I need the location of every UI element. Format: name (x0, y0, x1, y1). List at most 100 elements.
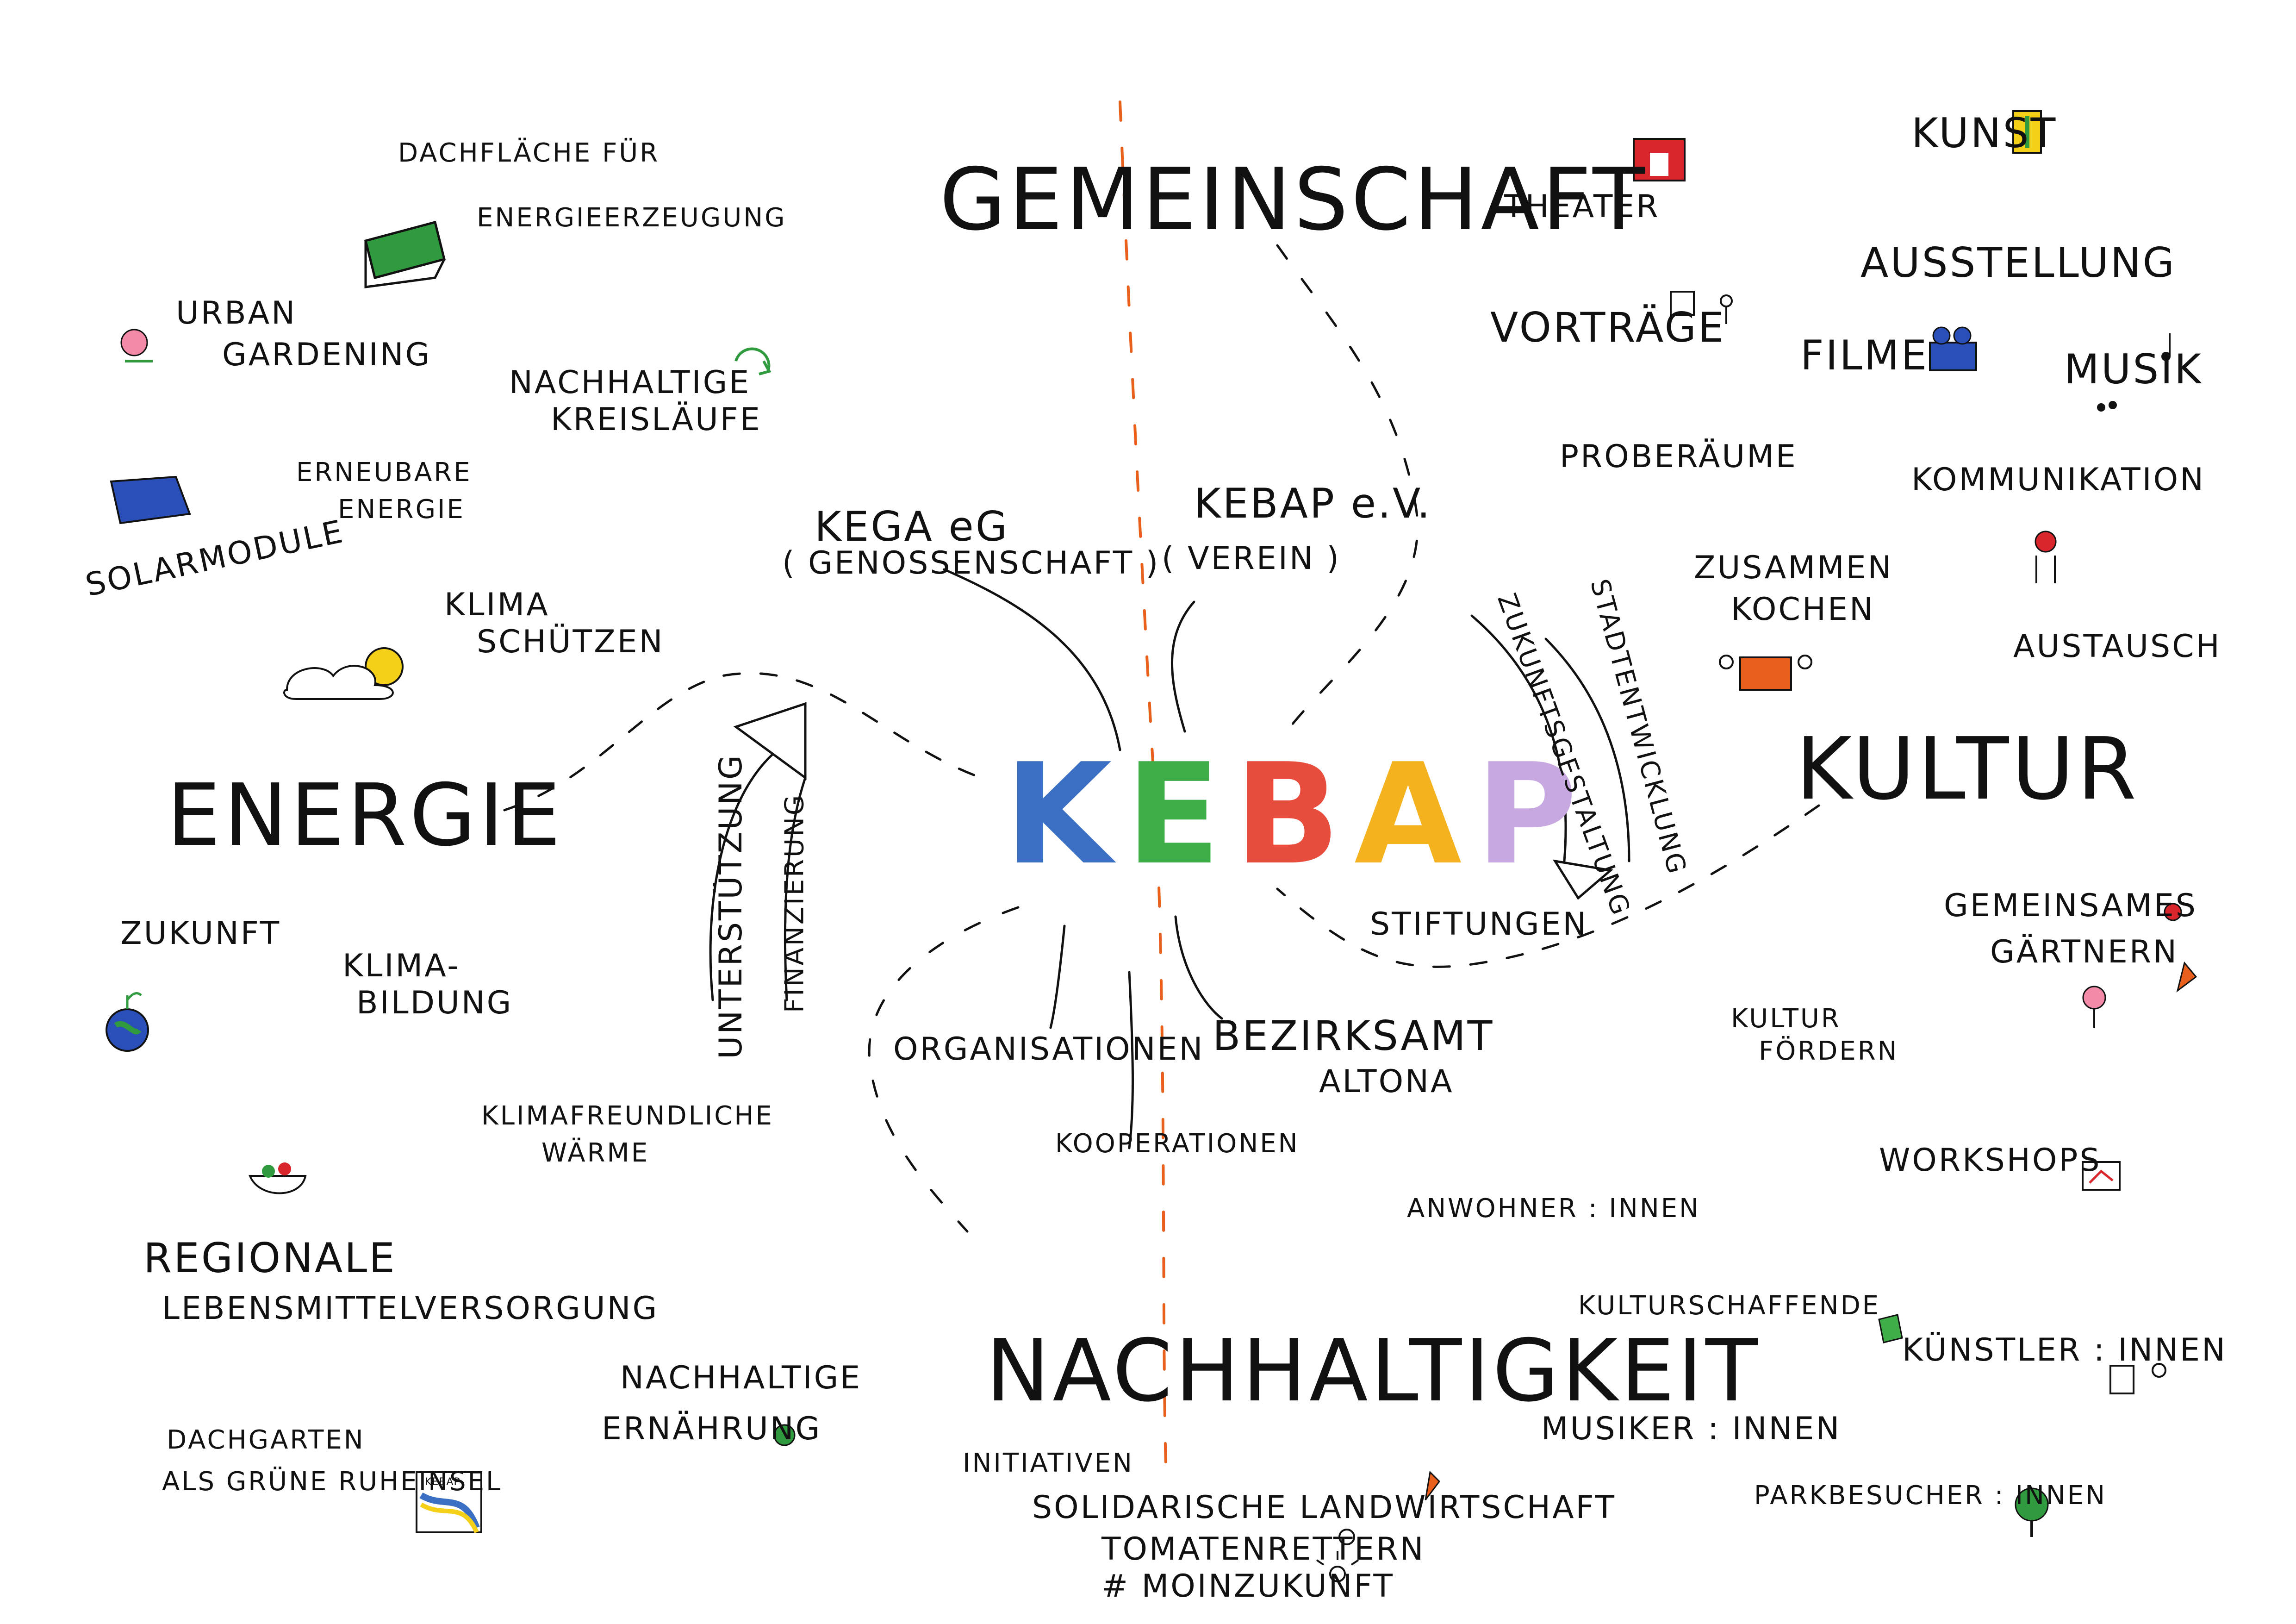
center-title: KEBAP (1004, 745, 1591, 884)
item-bildung-2: BILDUNG (356, 985, 513, 1021)
area-energie: ENERGIE (167, 765, 564, 865)
apple-icon (773, 1424, 796, 1446)
item-klima-1: KLIMA (444, 587, 550, 623)
item-regional-1: REGIONALE (143, 1234, 397, 1282)
item-tomaten: TOMATENRETTERN (1101, 1531, 1425, 1568)
hub-bezirksamt: BEZIRKSAMT (1213, 1012, 1494, 1060)
palette-icon (2012, 110, 2042, 154)
item-kulturschaffende: KULTURSCHAFFENDE (1578, 1291, 1881, 1321)
item-kochen-2: KOCHEN (1731, 591, 1875, 628)
item-kuenstler: KÜNSTLER : INNEN (1902, 1332, 2227, 1368)
people-icon (2035, 531, 2057, 583)
item-filme: FILME (1800, 331, 1929, 379)
hub-kooperationen: KOOPERATIONEN (1055, 1129, 1300, 1159)
item-musiker: MUSIKER : INNEN (1541, 1411, 1842, 1447)
item-erneuerbar-1: ERNEUBARE (296, 457, 472, 487)
hub-kebap-ev: KEBAP e.V. (1194, 480, 1432, 527)
item-ernaehrung-1: NACHHALTIGE (620, 1360, 862, 1396)
left-arrow-body (709, 749, 779, 1001)
cooking-icon (1719, 655, 1812, 691)
item-zukunft: ZUKUNFT (120, 915, 281, 952)
easel-icon (1878, 1314, 2166, 1394)
hub-finanzierung: FINANZIERUNG (779, 793, 810, 1013)
kebap-sign-label: KEBAP (425, 1476, 460, 1488)
item-bildung-1: KLIMA- (342, 948, 460, 984)
title-letter-p: P (1475, 734, 1592, 895)
item-moin: # MOINZUKUNFT (1101, 1568, 1394, 1605)
carrot-icon (1425, 961, 2197, 1500)
solar-panel-icon (110, 475, 191, 525)
item-austausch: AUSTAUSCH (2013, 628, 2221, 665)
item-kommunikation: KOMMUNIKATION (1911, 462, 2206, 498)
hub-unterstuetzung: UNTERSTÜTZUNG (712, 753, 749, 1059)
area-nachhaltigkeit: NACHHALTIGKEIT (986, 1321, 1761, 1421)
sun-icon (1316, 1551, 1359, 1582)
hub-kega-sub: ( GENOSSENSCHAFT ) (782, 545, 1160, 581)
item-dachgarten-1: DACHGARTEN (167, 1425, 365, 1455)
workshop-icon (2082, 1161, 2121, 1191)
item-parkbesucher: PARKBESUCHER : INNEN (1754, 1480, 2107, 1511)
hub-organisationen: ORGANISATIONEN (893, 1031, 1205, 1068)
solar-roof-icon (364, 220, 446, 288)
item-urban-1: URBAN (176, 295, 297, 331)
item-kreis-1: NACHHALTIGE (509, 364, 751, 401)
tomato-icon (1338, 903, 2182, 1545)
gemeinschaft-connector (1276, 244, 1419, 733)
item-kreis-2: KREISLÄUFE (551, 401, 762, 438)
cloud-sun-icon (283, 647, 404, 700)
kultur-connector (1276, 804, 1820, 968)
bowl-vegetables-icon (249, 1162, 307, 1194)
right-arrow-body (1470, 614, 1567, 862)
item-ernaehrung-2: ERNÄHRUNG (602, 1411, 822, 1447)
theater-icon (1633, 138, 1686, 181)
item-waerme-2: WÄRME (541, 1138, 650, 1168)
flower-icon (120, 329, 153, 362)
area-kultur: KULTUR (1796, 719, 2140, 819)
hub-kega: KEGA eG (815, 503, 1009, 550)
flower-small-icon (2082, 986, 2106, 1028)
lecture-icon (1670, 291, 1733, 324)
camera-icon (1929, 326, 1977, 371)
item-kochen-1: ZUSAMMEN (1694, 550, 1893, 586)
item-proberaeume: PROBERÄUME (1560, 438, 1798, 475)
nachhaltigkeit-connector (868, 906, 1020, 1233)
recycle-icon (734, 347, 772, 375)
kebap-sign-icon (416, 1471, 482, 1534)
item-ausstellung: AUSSTELLUNG (1860, 239, 2176, 287)
item-urban-2: GARDENING (222, 337, 432, 373)
item-regional-2: LEBENSMITTELVERSORGUNG (162, 1290, 659, 1327)
item-musik: MUSIK (2064, 345, 2203, 393)
title-letter-e: E (1126, 734, 1235, 895)
energie-connector (503, 672, 983, 812)
item-gaertnern-1: GEMEINSAMES (1944, 887, 2197, 924)
globe-seedling-icon (106, 992, 149, 1052)
item-dachflaeche-1: DACHFLÄCHE FÜR (398, 138, 660, 168)
item-vortraege: VORTRÄGE (1490, 304, 1726, 351)
item-solawi: SOLIDARISCHE LANDWIRTSCHAFT (1032, 1489, 1617, 1526)
hub-kebap-ev-sub: ( VEREIN ) (1162, 540, 1341, 577)
item-dachgarten-2: ALS GRÜNE RUHEINSEL (162, 1467, 503, 1497)
area-gemeinschaft: GEMEINSCHAFT (940, 150, 1648, 250)
title-letter-b: B (1234, 734, 1355, 895)
item-kunst: KUNST (1911, 109, 2058, 157)
title-letter-a: A (1354, 734, 1476, 895)
right-arrow-head (1552, 859, 1613, 900)
item-kultur-foerdern-1: KULTUR (1731, 1004, 1841, 1034)
item-anwohner: ANWOHNER : INNEN (1407, 1193, 1700, 1224)
item-dachflaeche-2: ENERGIEERZEUGUNG (477, 203, 787, 233)
tree-icon (2015, 1487, 2049, 1537)
item-gaertnern-2: GÄRTNERN (1990, 934, 2178, 970)
hub-stiftungen: STIFTUNGEN (1370, 906, 1588, 943)
title-letter-k: K (1004, 734, 1126, 895)
item-workshops: WORKSHOPS (1879, 1142, 2102, 1179)
item-waerme-1: KLIMAFREUNDLICHE (481, 1101, 774, 1131)
item-kultur-foerdern-2: FÖRDERN (1759, 1036, 1899, 1066)
item-klima-2: SCHÜTZEN (477, 624, 665, 660)
music-note-icon (2097, 333, 2171, 412)
item-initiativen: INITIATIVEN (963, 1448, 1134, 1478)
item-erneuerbar-2: ENERGIE (338, 494, 465, 525)
hub-altona: ALTONA (1319, 1063, 1454, 1100)
left-arrow-head (733, 702, 807, 780)
item-theater: THEATER (1504, 188, 1660, 225)
